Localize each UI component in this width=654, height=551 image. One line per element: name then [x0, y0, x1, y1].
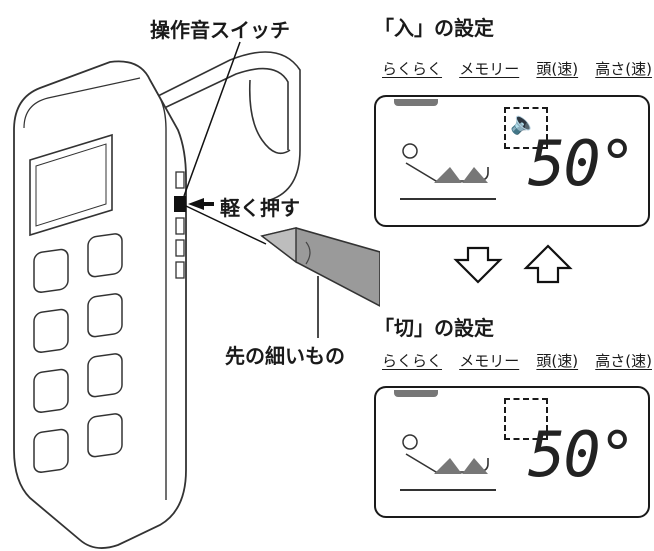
sound-switch-marker: [174, 196, 186, 212]
remote-illustration: [13, 41, 380, 549]
tab-head-fast: 頭(速): [536, 60, 579, 78]
tab-bar-on: らくらく メモリー 頭(速) 高さ(速): [382, 58, 652, 84]
angle-readout: 50°: [528, 127, 636, 200]
tab-easy: らくらく: [382, 60, 443, 78]
setting-off-title: 「切」の設定: [374, 316, 494, 340]
arrow-up-icon: [523, 244, 573, 284]
toggle-arrows: [453, 244, 573, 284]
lcd-panel-off: 50°: [374, 386, 650, 518]
tab-bar-off: らくらく メモリー 頭(速) 高さ(速): [382, 350, 652, 376]
tab-easy: らくらく: [382, 352, 443, 370]
tab-memory: メモリー: [459, 60, 520, 78]
sound-icon-frame-empty: [504, 398, 548, 440]
angle-readout: 50°: [528, 418, 636, 491]
speaker-icon: 🔈: [510, 111, 538, 136]
setting-on-title: 「入」の設定: [374, 16, 494, 40]
lcd-panel-on: 🔈 50°: [374, 95, 650, 227]
tab-height-fast: 高さ(速): [595, 352, 652, 370]
tab-height-fast: 高さ(速): [595, 60, 652, 78]
fine-tip-label: 先の細いもの: [225, 344, 345, 368]
press-lightly-label: 軽く押す: [220, 196, 300, 220]
sound-icon-frame: [504, 107, 548, 149]
bed-icon: [400, 434, 496, 491]
sound-switch-label: 操作音スイッチ: [150, 18, 290, 42]
indicator-bar: [394, 390, 438, 397]
arrow-down-icon: [453, 246, 503, 284]
indicator-bar: [394, 99, 438, 106]
bed-icon: [400, 143, 496, 200]
tab-head-fast: 頭(速): [536, 352, 579, 370]
tab-memory: メモリー: [459, 352, 520, 370]
